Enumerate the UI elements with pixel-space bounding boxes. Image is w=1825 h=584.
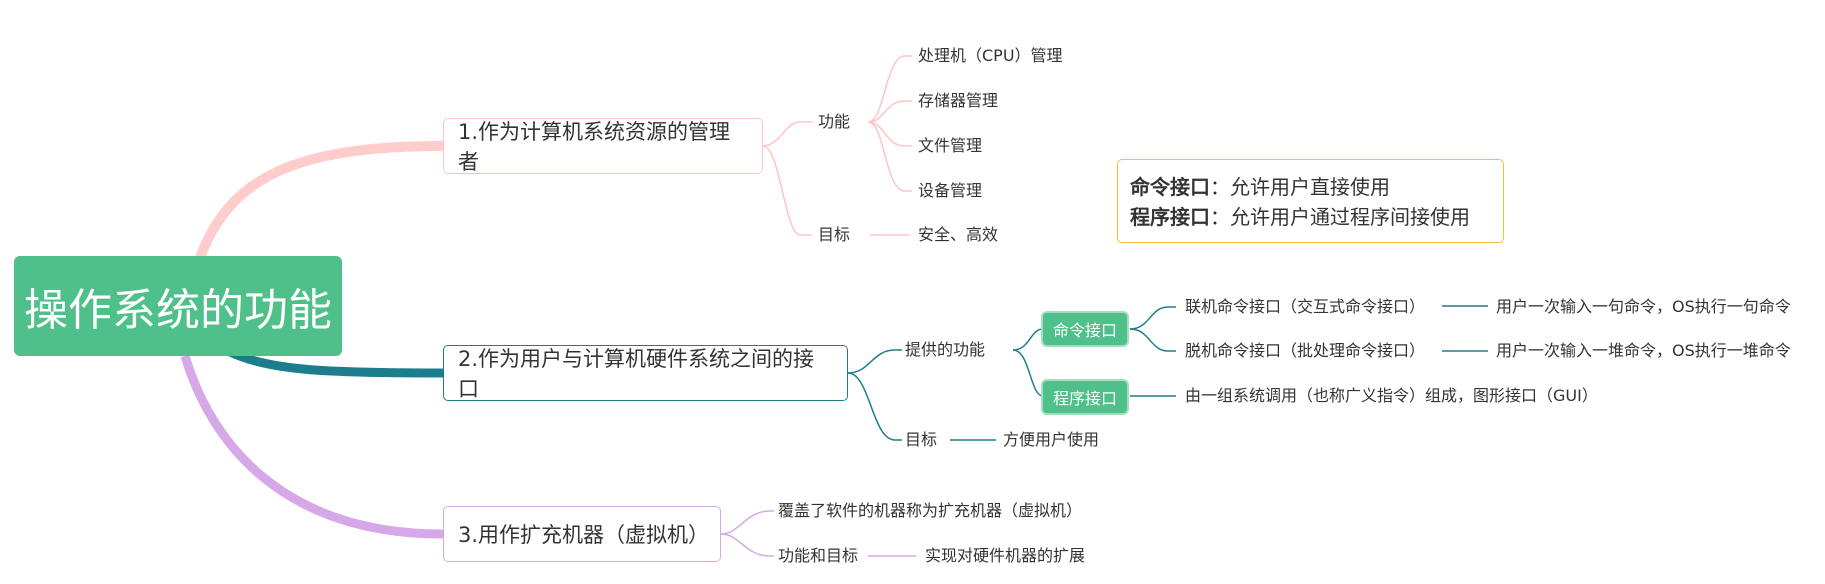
online-command-desc[interactable]: 用户一次输入一句命令，OS执行一句命令 <box>1496 297 1791 316</box>
note-text-program: ：允许用户通过程序间接使用 <box>1210 205 1470 229</box>
b3-note-item[interactable]: 覆盖了软件的机器称为扩充机器（虚拟机） <box>778 501 1083 520</box>
command-interface-pill[interactable]: 命令接口 <box>1043 313 1127 345</box>
note-text-command: ：允许用户直接使用 <box>1210 175 1390 199</box>
note-key-command: 命令接口 <box>1130 175 1210 199</box>
offline-command-interface[interactable]: 脱机命令接口（批处理命令接口） <box>1185 341 1426 360</box>
program-interface-pill[interactable]: 程序接口 <box>1043 381 1127 413</box>
root-node[interactable]: 操作系统的功能 <box>14 256 342 356</box>
b1-function-memory[interactable]: 存储器管理 <box>918 91 999 110</box>
b2-goal-label[interactable]: 目标 <box>905 430 938 449</box>
branch-extended-machine[interactable]: 3.用作扩充机器（虚拟机） <box>443 506 721 562</box>
b1-function-label[interactable]: 功能 <box>818 112 851 131</box>
b1-goal-label[interactable]: 目标 <box>818 225 851 244</box>
online-command-interface[interactable]: 联机命令接口（交互式命令接口） <box>1185 297 1426 316</box>
b3-goal-value[interactable]: 实现对硬件机器的扩展 <box>925 546 1086 565</box>
offline-command-desc[interactable]: 用户一次输入一堆命令，OS执行一堆命令 <box>1496 341 1791 360</box>
b1-goal-value[interactable]: 安全、高效 <box>918 225 999 244</box>
b1-function-file[interactable]: 文件管理 <box>918 136 983 155</box>
b1-function-device[interactable]: 设备管理 <box>918 181 983 200</box>
program-interface-desc[interactable]: 由一组系统调用（也称广义指令）组成，图形接口（GUI） <box>1185 386 1598 405</box>
branch-resource-manager[interactable]: 1.作为计算机系统资源的管理者 <box>443 118 763 174</box>
b2-goal-value[interactable]: 方便用户使用 <box>1003 430 1100 449</box>
interface-note[interactable]: 命令接口：允许用户直接使用 程序接口：允许用户通过程序间接使用 <box>1117 159 1504 243</box>
b3-goal-label[interactable]: 功能和目标 <box>778 546 859 565</box>
branch-user-interface[interactable]: 2.作为用户与计算机硬件系统之间的接口 <box>443 345 848 401</box>
b1-function-cpu[interactable]: 处理机（CPU）管理 <box>918 46 1063 65</box>
b2-provides-label[interactable]: 提供的功能 <box>905 340 986 359</box>
note-key-program: 程序接口 <box>1130 205 1210 229</box>
